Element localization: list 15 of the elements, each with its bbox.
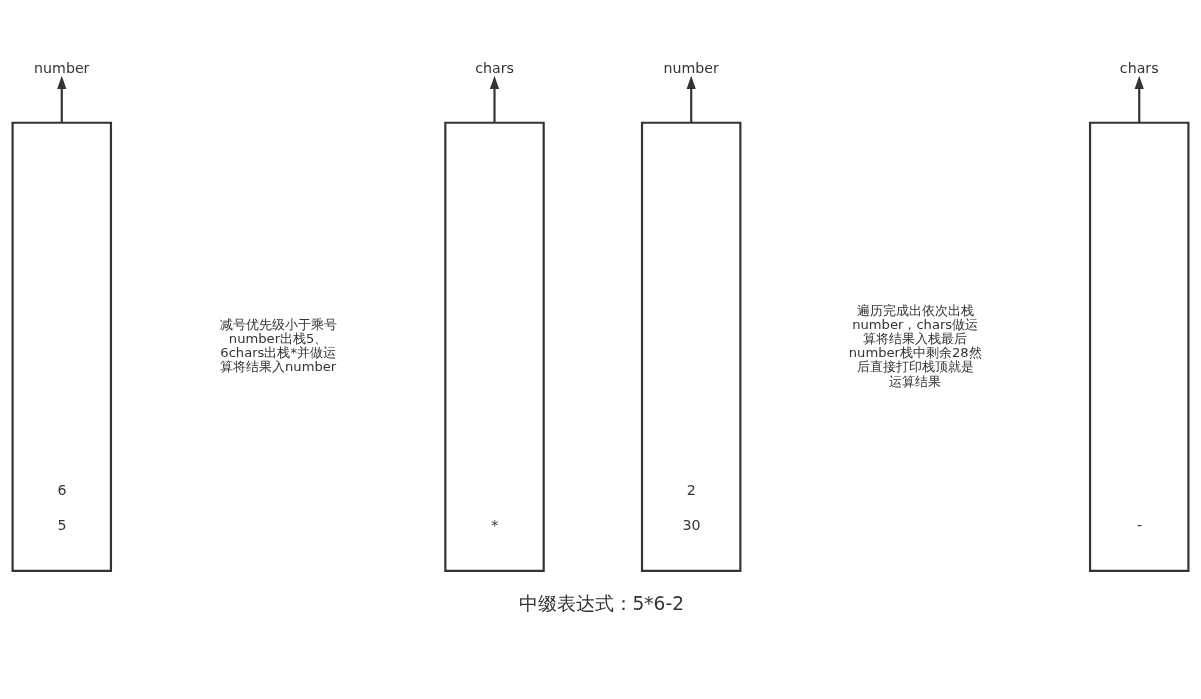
arrow — [1134, 75, 1144, 123]
caption: 中缀表达式：5*6-2 — [518, 593, 684, 615]
node-text: number — [34, 59, 90, 76]
node-box: 6 5 — [11, 121, 113, 572]
node-box: - — [1088, 121, 1190, 572]
arrow — [57, 75, 67, 123]
arrow — [489, 75, 500, 123]
label: 减号优先级小于乘号number出栈5、6chars出栈*并做运算将结果入number — [219, 316, 337, 375]
label: 遍历完成出依次出栈number，chars做运算将结果入栈最后number栈中剩余28然后直接打印栈顶就是运算结果 — [848, 302, 982, 389]
node-text: chars — [475, 59, 514, 76]
node-text: number — [663, 59, 719, 76]
node-box: * — [444, 121, 545, 572]
node-text: chars — [1119, 59, 1159, 76]
arrow — [686, 75, 696, 123]
node-box: 2 30 — [640, 121, 742, 572]
